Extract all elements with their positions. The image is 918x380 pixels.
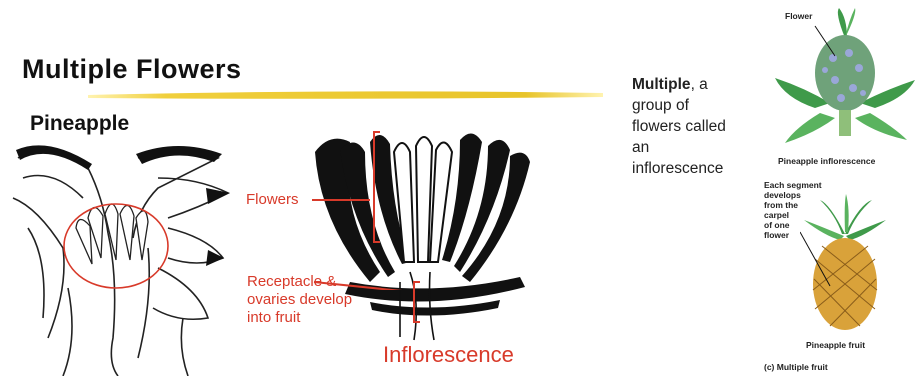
pineapple-fruit-drawing <box>800 194 890 334</box>
part-caption: (c) Multiple fruit <box>764 362 828 372</box>
pineapple-inflorescence-drawing <box>775 8 915 153</box>
page-title: Multiple Flowers <box>22 54 242 85</box>
description-rest: , a <box>691 76 708 93</box>
subtitle: Pineapple <box>30 112 129 136</box>
title-underline <box>88 87 603 101</box>
segment-line-1: Each segment <box>764 180 822 190</box>
flowers-label: Flowers <box>246 191 299 209</box>
inflorescence-caption: Pineapple inflorescence <box>778 156 875 166</box>
receptacle-line-1: Receptacle & <box>247 273 352 291</box>
description-line-4: an <box>632 137 762 158</box>
description: Multiple, a group of flowers called an i… <box>632 74 762 179</box>
description-bold: Multiple <box>632 76 691 93</box>
description-line-2: group of <box>632 95 762 116</box>
description-line-5: inflorescence <box>632 158 762 179</box>
receptacle-line-3: into fruit <box>247 309 352 327</box>
description-line-1: Multiple, a <box>632 74 762 95</box>
inflorescence-label: Inflorescence <box>383 342 514 368</box>
fruit-caption: Pineapple fruit <box>806 340 865 350</box>
flower-label: Flower <box>785 11 812 21</box>
receptacle-line-2: ovaries develop <box>247 291 352 309</box>
receptacle-label: Receptacle & ovaries develop into fruit <box>247 273 352 327</box>
description-line-3: flowers called <box>632 116 762 137</box>
pineapple-plant-drawing <box>8 138 238 376</box>
